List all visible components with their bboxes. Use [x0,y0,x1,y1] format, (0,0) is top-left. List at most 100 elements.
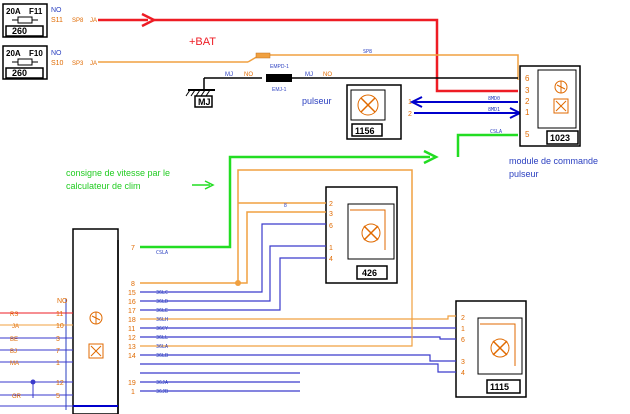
actuator-426: 426 2 3 6 1 4 [325,186,398,284]
ground-wire-a: MJ [225,72,233,78]
pulseur-ref: 1156 [355,126,375,136]
left-pin-1: 10 [56,323,64,330]
fuse-f11-id: F11 [29,7,43,16]
left-pin-3: 7 [56,348,60,355]
module-1023: 1023 6 3 2 1 5 module de commande pulseu… [509,65,598,179]
speed-signal-line: CSLA consigne de vitesse par le calculat… [66,129,518,249]
ecu-wire-4: 36CY [156,326,168,332]
ecu-signal-pin: 7 [131,245,135,252]
left-code-3: BJ [10,349,17,355]
left-code-1: JA [12,324,19,330]
fuse-f10-rating: 20A [6,49,21,58]
actuator-1115-ref: 1115 [490,382,509,392]
ground-circuit: MJ NO MJ NO EMPD-1 EMJ-1 MJ [185,64,518,108]
bat-line: +BAT [98,12,518,93]
actuator-wires: 8 [140,169,456,392]
splice-label: EMPD-1 [270,64,289,70]
a426-pin-2: 2 [329,201,333,208]
clim-ecu: 7 CSLA 8 15 16 17 18 11 12 13 14 19 1 36… [72,228,168,414]
fuse-f10: 20A F10 260 NO S10 SP3 JA [2,45,97,80]
a1115-pin-4: 4 [461,370,465,377]
module-signal-wire: CSLA [490,129,502,135]
ecu-pin-8: 8 [131,281,135,288]
ecu-wire-1: 36LD [156,299,168,305]
ecu-signal-wire: CSLA [156,250,168,256]
a1115-pin-2: 2 [461,315,465,322]
ecu-pin-14: 14 [128,353,136,360]
fuse-f10-box: 260 [12,68,27,78]
left-pin-0: 11 [56,311,63,318]
bat-label: +BAT [189,36,216,48]
ecu-pin-11: 11 [128,326,135,333]
ecu-pin-18: 18 [128,317,136,324]
ecu-wire-2: 36LE [156,308,168,314]
ground-wire-d: NO [323,72,332,78]
ecu-wire-6: 36LA [156,344,168,350]
ecu-pin-19: 19 [128,380,136,387]
ecu-wire-0: 36LC [156,290,168,296]
ecu-wire-8: 36JA [156,380,168,386]
a426-pin-1: 1 [329,245,333,252]
ecu-pin-15: 15 [128,290,136,297]
ecu-pin-1: 1 [131,389,135,396]
ecu-pin-13: 13 [128,344,136,351]
fuse-f10-color: JA [90,61,97,67]
ground-wire-c: MJ [305,72,313,78]
ecu-pin-17: 17 [128,308,136,315]
motor-wire-b: 8MD1 [488,107,500,113]
fuse-f11-contact: NO [51,7,62,14]
left-pin-6: 5 [56,393,60,400]
module-pin-2: 2 [525,97,530,106]
consigne-label-1: consigne de vitesse par le [66,168,170,178]
pulseur-label: pulseur [302,96,332,106]
fuse-f11: 20A F11 260 NO S11 SP8 JA [2,3,97,38]
module-pin-6: 6 [525,74,530,83]
left-code-2: BE [10,337,18,343]
module-label-2: pulseur [509,169,539,179]
a1115-pin-3: 3 [461,359,465,366]
actuator-1115: 1115 2 1 6 3 4 [455,300,527,398]
consigne-label-2: calculateur de clim [66,181,141,191]
module-pin-3: 3 [525,86,530,95]
a426-pin-3: 3 [329,211,333,218]
fuse-f11-box: 260 [12,26,27,36]
fuse-f10-wire: SP3 [72,61,84,67]
left-pin-5: 12 [56,380,64,387]
a426-wire-in: 8 [284,203,287,209]
module-pin-1: 1 [525,108,530,117]
left-connector: NO RS 11 JA 10 BE 3 BJ 7 MA 1 12 GR 5 [0,298,73,410]
module-ref: 1023 [550,133,570,143]
orange-supply-line: SP8 [98,49,519,80]
left-code-6: GR [12,394,22,400]
fuse-f10-id: F10 [29,49,43,58]
motor-wire-a: 8MD0 [488,96,500,102]
ground-mass-label: MJ [198,97,211,107]
fuse-f11-slot: S11 [51,17,63,24]
orange-wire-code: SP8 [363,49,372,55]
a426-pin-4: 4 [329,256,333,263]
ecu-wire-3: 36LH [156,317,168,323]
ground-wire-b: NO [244,72,253,78]
ecu-wire-7: 36LB [156,353,168,359]
fuse-f11-color: JA [90,18,97,24]
module-label-1: module de commande [509,156,598,166]
a1115-pin-6: 6 [461,337,465,344]
splice-id: EMJ-1 [272,87,287,93]
fuse-f10-slot: S10 [51,60,64,67]
pulseur-motor: 1156 1 2 pulseur [302,84,412,140]
left-code-4: MA [10,361,19,367]
ecu-wire-9: 36JB [156,389,168,395]
ecu-pin-12: 12 [128,335,136,342]
fuse-f11-rating: 20A [6,7,21,16]
a426-pin-6: 6 [329,223,333,230]
pulseur-pin-2: 2 [408,111,412,118]
module-pin-5: 5 [525,130,530,139]
left-pin-4: 1 [56,360,60,367]
actuator-426-ref: 426 [362,268,377,278]
left-pin-2: 3 [56,336,60,343]
fuse-f10-contact: NO [51,50,62,57]
motor-speed-lines: 8MD0 8MD1 [409,96,523,119]
left-code-0: RS [10,312,18,318]
ecu-pin-16: 16 [128,299,136,306]
